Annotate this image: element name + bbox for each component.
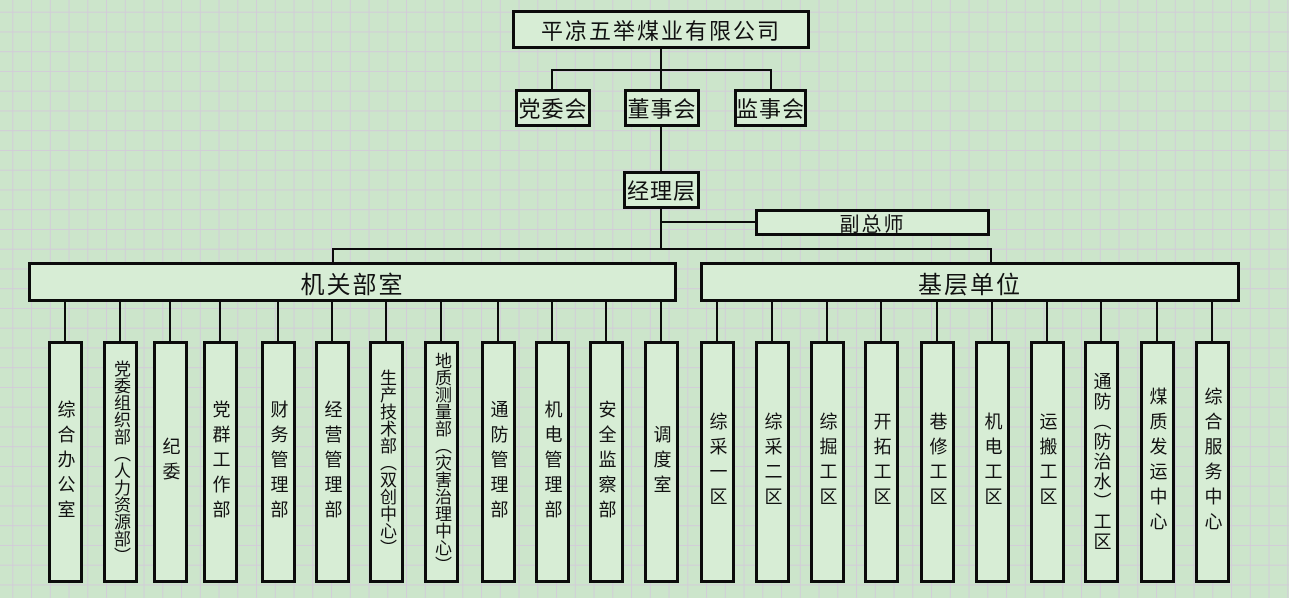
- department-box-ventilation-management[interactable]: 通防管理部: [481, 341, 516, 583]
- connector-line: [1100, 302, 1102, 341]
- connector-line: [880, 302, 882, 341]
- department-box-finance[interactable]: 财务管理部: [261, 341, 296, 583]
- department-box-operations[interactable]: 经营管理部: [315, 341, 350, 583]
- department-label: 经营管理部: [322, 399, 343, 525]
- company-name: 平凉五举煤业有限公司: [540, 18, 781, 44]
- board-of-directors-label: 董事会: [627, 97, 697, 122]
- connector-line: [119, 302, 121, 341]
- connector-line: [277, 302, 279, 341]
- unit-label: 综采一区: [707, 412, 728, 512]
- connector-line: [169, 302, 171, 341]
- unit-box-general-service-center[interactable]: 综合服务中心: [1195, 341, 1230, 583]
- connector-line: [605, 302, 607, 341]
- department-box-safety-supervision[interactable]: 安全监察部: [589, 341, 624, 583]
- deputy-chief-engineer-box[interactable]: 副总师: [755, 209, 990, 236]
- connector-line: [331, 302, 333, 341]
- connector-line: [660, 70, 662, 89]
- department-label: 调度室: [651, 424, 672, 500]
- connector-line: [1046, 302, 1048, 341]
- department-box-mechanical-electrical-management[interactable]: 机电管理部: [535, 341, 570, 583]
- unit-label: 巷修工区: [927, 412, 948, 512]
- connector-line: [551, 70, 553, 89]
- unit-label: 综掘工区: [817, 412, 838, 512]
- unit-box-ventilation-water-control-district[interactable]: 通防（防治水）工区: [1084, 341, 1119, 583]
- connector-line: [936, 302, 938, 341]
- department-box-party-mass-work[interactable]: 党群工作部: [203, 341, 238, 583]
- unit-label: 综合服务中心: [1202, 387, 1223, 537]
- connector-line: [770, 70, 772, 89]
- unit-box-mechanical-electrical-district[interactable]: 机电工区: [975, 341, 1010, 583]
- unit-label: 综采二区: [762, 412, 783, 512]
- units-section-header[interactable]: 基层单位: [700, 262, 1240, 302]
- connector-line: [332, 250, 334, 262]
- connector-line: [991, 302, 993, 341]
- connector-line: [551, 302, 553, 341]
- department-label: 财务管理部: [268, 399, 289, 525]
- unit-box-mining-district-1[interactable]: 综采一区: [700, 341, 735, 583]
- connector-line: [440, 302, 442, 341]
- department-label: 党委组织部（人力资源部）: [111, 360, 130, 564]
- department-box-discipline-committee[interactable]: 纪委: [153, 341, 188, 583]
- unit-label: 通防（防治水）工区: [1091, 372, 1112, 552]
- connector-line: [660, 127, 662, 171]
- department-label: 纪委: [160, 437, 181, 487]
- connector-line: [716, 302, 718, 341]
- department-label: 安全监察部: [596, 399, 617, 525]
- board-of-directors-box[interactable]: 董事会: [624, 89, 700, 127]
- departments-section-header[interactable]: 机关部室: [28, 262, 677, 302]
- unit-label: 煤质发运中心: [1147, 387, 1168, 537]
- department-label: 党群工作部: [210, 399, 231, 525]
- connector-line: [64, 302, 66, 341]
- connector-line: [660, 49, 662, 70]
- connector-line: [771, 302, 773, 341]
- connector-line: [497, 302, 499, 341]
- connector-line: [826, 302, 828, 341]
- management-layer-label: 经理层: [626, 179, 696, 204]
- department-label: 综合办公室: [55, 399, 76, 525]
- department-label: 通防管理部: [488, 399, 509, 525]
- supervisory-board-label: 监事会: [736, 97, 806, 122]
- connector-line: [661, 221, 755, 223]
- connector-line: [219, 302, 221, 341]
- unit-box-roadway-repair-district[interactable]: 巷修工区: [920, 341, 955, 583]
- units-section-title: 基层单位: [918, 272, 1022, 299]
- departments-section-title: 机关部室: [300, 272, 405, 299]
- unit-box-transport-district[interactable]: 运搬工区: [1030, 341, 1065, 583]
- department-box-general-office[interactable]: 综合办公室: [48, 341, 83, 583]
- unit-box-excavation-district[interactable]: 综掘工区: [810, 341, 845, 583]
- deputy-chief-engineer-label: 副总师: [839, 214, 906, 236]
- department-box-production-technology[interactable]: 生产技术部（双创中心）: [369, 341, 404, 583]
- unit-box-mining-district-2[interactable]: 综采二区: [755, 341, 790, 583]
- connector-line: [332, 248, 992, 250]
- unit-box-coal-quality-dispatch-center[interactable]: 煤质发运中心: [1140, 341, 1175, 583]
- department-label: 地质测量部（灾害治理中心）: [432, 351, 451, 573]
- connector-line: [385, 302, 387, 341]
- company-box[interactable]: 平凉五举煤业有限公司: [512, 10, 810, 49]
- connector-line: [990, 250, 992, 262]
- department-box-party-organization[interactable]: 党委组织部（人力资源部）: [103, 341, 138, 583]
- connector-line: [1156, 302, 1158, 341]
- unit-label: 运搬工区: [1037, 412, 1058, 512]
- party-committee-box[interactable]: 党委会: [515, 89, 591, 127]
- connector-line: [660, 302, 662, 341]
- unit-label: 开拓工区: [871, 412, 892, 512]
- management-layer-box[interactable]: 经理层: [623, 171, 700, 209]
- connector-line: [660, 209, 662, 250]
- supervisory-board-box[interactable]: 监事会: [734, 89, 807, 127]
- department-box-geological-survey[interactable]: 地质测量部（灾害治理中心）: [424, 341, 459, 583]
- party-committee-label: 党委会: [518, 97, 588, 122]
- department-label: 生产技术部（双创中心）: [377, 368, 396, 556]
- department-box-dispatch-office[interactable]: 调度室: [644, 341, 679, 583]
- connector-line: [1211, 302, 1213, 341]
- unit-box-development-district[interactable]: 开拓工区: [864, 341, 899, 583]
- unit-label: 机电工区: [982, 412, 1003, 512]
- department-label: 机电管理部: [542, 399, 563, 525]
